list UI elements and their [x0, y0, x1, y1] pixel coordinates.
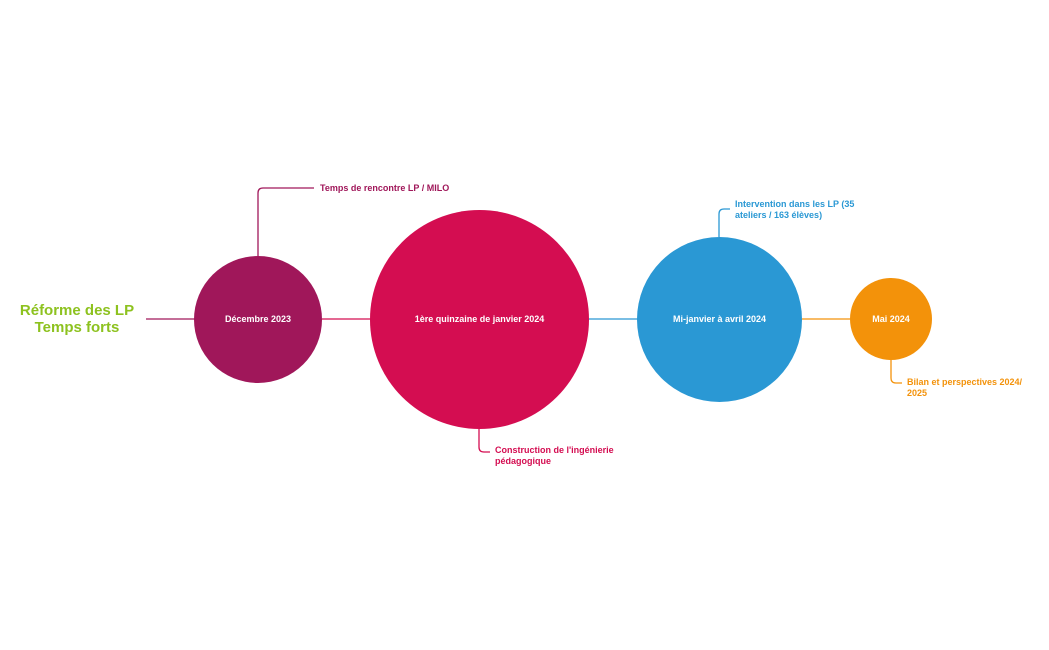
milestone-label: Mi-janvier à avril 2024: [672, 314, 767, 324]
milestone-early-january-2024[interactable]: 1ère quinzaine de janvier 2024: [370, 210, 589, 429]
milestone-mid-january-april-2024[interactable]: Mi-janvier à avril 2024: [637, 237, 802, 402]
note-rencontre-lp-milo[interactable]: Temps de rencontre LP / MILO: [320, 183, 450, 193]
note-connector-1: [257, 187, 314, 256]
note-ingenierie-pedagogique[interactable]: Construction de l'ingénierie pédagogique: [495, 445, 614, 466]
note-connector-2: [478, 429, 490, 453]
map-title-line-1: Réforme des LP: [19, 302, 135, 319]
milestone-december-2023[interactable]: Décembre 2023: [194, 256, 322, 383]
note-intervention-lp[interactable]: Intervention dans les LP (35 ateliers / …: [735, 199, 855, 220]
note-bilan-perspectives[interactable]: Bilan et perspectives 2024/ 2025: [907, 377, 1023, 398]
map-title-line-2: Temps forts: [34, 319, 120, 336]
milestone-may-2024[interactable]: Mai 2024: [850, 278, 932, 360]
note-connector-4: [890, 360, 902, 384]
milestone-label: 1ère quinzaine de janvier 2024: [414, 314, 545, 324]
map-title[interactable]: Réforme des LP Temps forts: [10, 302, 144, 336]
milestone-label: Décembre 2023: [224, 314, 292, 324]
note-connector-3: [718, 208, 730, 237]
milestone-label: Mai 2024: [872, 313, 910, 324]
